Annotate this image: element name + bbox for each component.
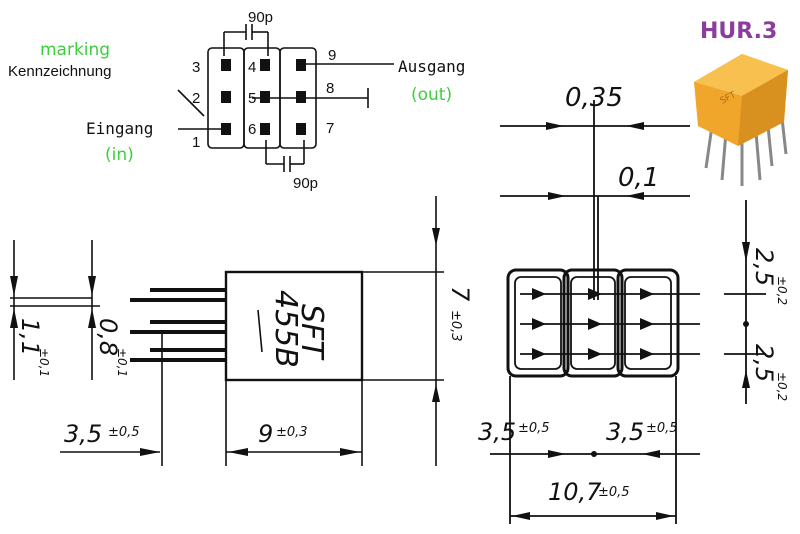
height-tolerance: ±0,3: [448, 310, 463, 342]
body-length-dimension: 9: [258, 420, 273, 448]
bottom-view-pins: [532, 288, 749, 457]
body-length-tolerance: ±0,3: [276, 425, 308, 440]
gap2-dimension: 0,1: [618, 163, 659, 193]
pin-number-6: 6: [248, 121, 256, 138]
package-marking-line1: SFT: [294, 304, 329, 361]
pin-diameter-1-tolerance: ±0,1: [37, 348, 51, 377]
pin-diameter-1: 1,1: [16, 318, 44, 356]
pitch-h1-tolerance: ±0,5: [518, 421, 550, 436]
package-marking-line2: 455B: [268, 290, 303, 368]
pitch-h2-tolerance: ±0,5: [646, 421, 678, 436]
output-label-de: Ausgang: [398, 57, 465, 76]
marking-label-en: marking: [40, 40, 110, 60]
pitch-h1-dimension: 3,5: [478, 418, 516, 446]
pin-number-2: 2: [192, 90, 200, 107]
width-dimension: 10,7: [548, 478, 602, 506]
figure-label: HUR.3: [700, 19, 777, 44]
gap-dimension: 0,35: [565, 83, 623, 113]
pitch-h2-dimension: 3,5: [606, 418, 644, 446]
pitch-v1-dimension: 2,5: [750, 248, 778, 286]
input-label-de: Eingang: [86, 119, 153, 138]
lead-length-tolerance: ±0,5: [108, 425, 140, 440]
side-view-arrows: [10, 228, 440, 456]
pitch-v2-tolerance: ±0,2: [775, 372, 789, 401]
capacitor-bottom-label: 90p: [293, 175, 318, 192]
lead-length-dimension: 3,5: [64, 420, 102, 448]
input-label-en: (in): [105, 145, 134, 165]
pin-number-4: 4: [248, 59, 256, 76]
pin-number-8: 8: [326, 80, 334, 97]
schematic-pin-squares: [221, 59, 306, 135]
marking-label-de: Kennzeichnung: [8, 63, 111, 80]
pin-number-3: 3: [192, 59, 200, 76]
pin-diameter-2: 0,8: [94, 318, 122, 356]
width-tolerance: ±0,5: [598, 485, 630, 500]
schematic-pin-numbers: 3 2 1 4 5 6 9 8 7: [192, 47, 336, 151]
pin-number-7: 7: [326, 120, 334, 137]
pin-number-5: 5: [248, 90, 256, 107]
output-label-en: (out): [411, 85, 452, 105]
pitch-v2-dimension: 2,5: [750, 344, 778, 382]
pin-number-1: 1: [192, 134, 200, 151]
pin-schematic: [177, 24, 394, 172]
height-dimension: 7: [446, 286, 474, 302]
pitch-v1-tolerance: ±0,2: [775, 276, 789, 305]
pin-number-9: 9: [328, 47, 336, 64]
pin-diameter-2-tolerance: ±0,1: [115, 348, 129, 377]
component-photo: SFT: [694, 54, 788, 186]
bottom-view-arrows: [512, 122, 750, 520]
capacitor-top-label: 90p: [248, 9, 273, 26]
